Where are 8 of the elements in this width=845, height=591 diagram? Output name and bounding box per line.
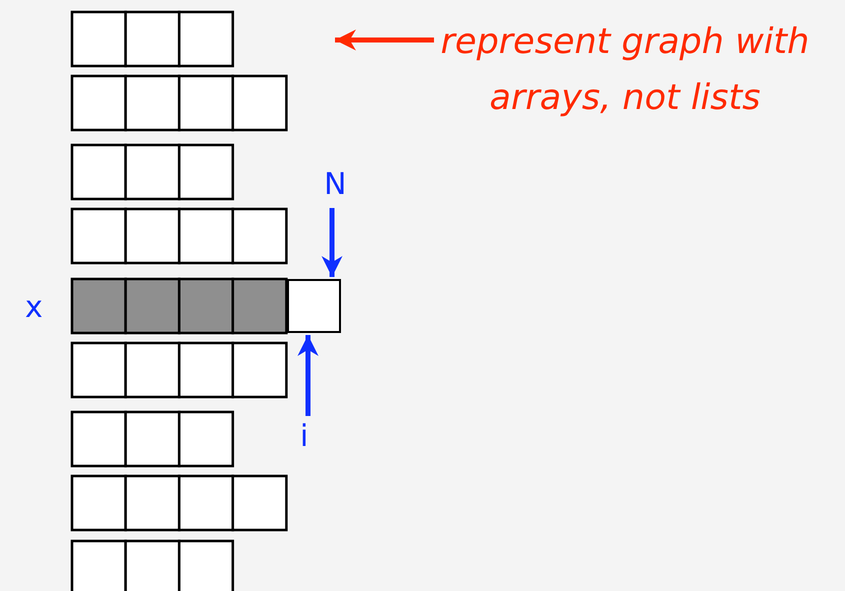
array-cell <box>287 279 341 333</box>
variable-label: i <box>300 422 308 452</box>
annotation-text: represent graph with arrays, not lists <box>440 21 810 120</box>
arrow <box>298 335 318 416</box>
variable-label: x <box>25 293 43 323</box>
arrow <box>322 208 342 277</box>
arrow <box>335 30 434 50</box>
variable-label: N <box>324 170 346 200</box>
